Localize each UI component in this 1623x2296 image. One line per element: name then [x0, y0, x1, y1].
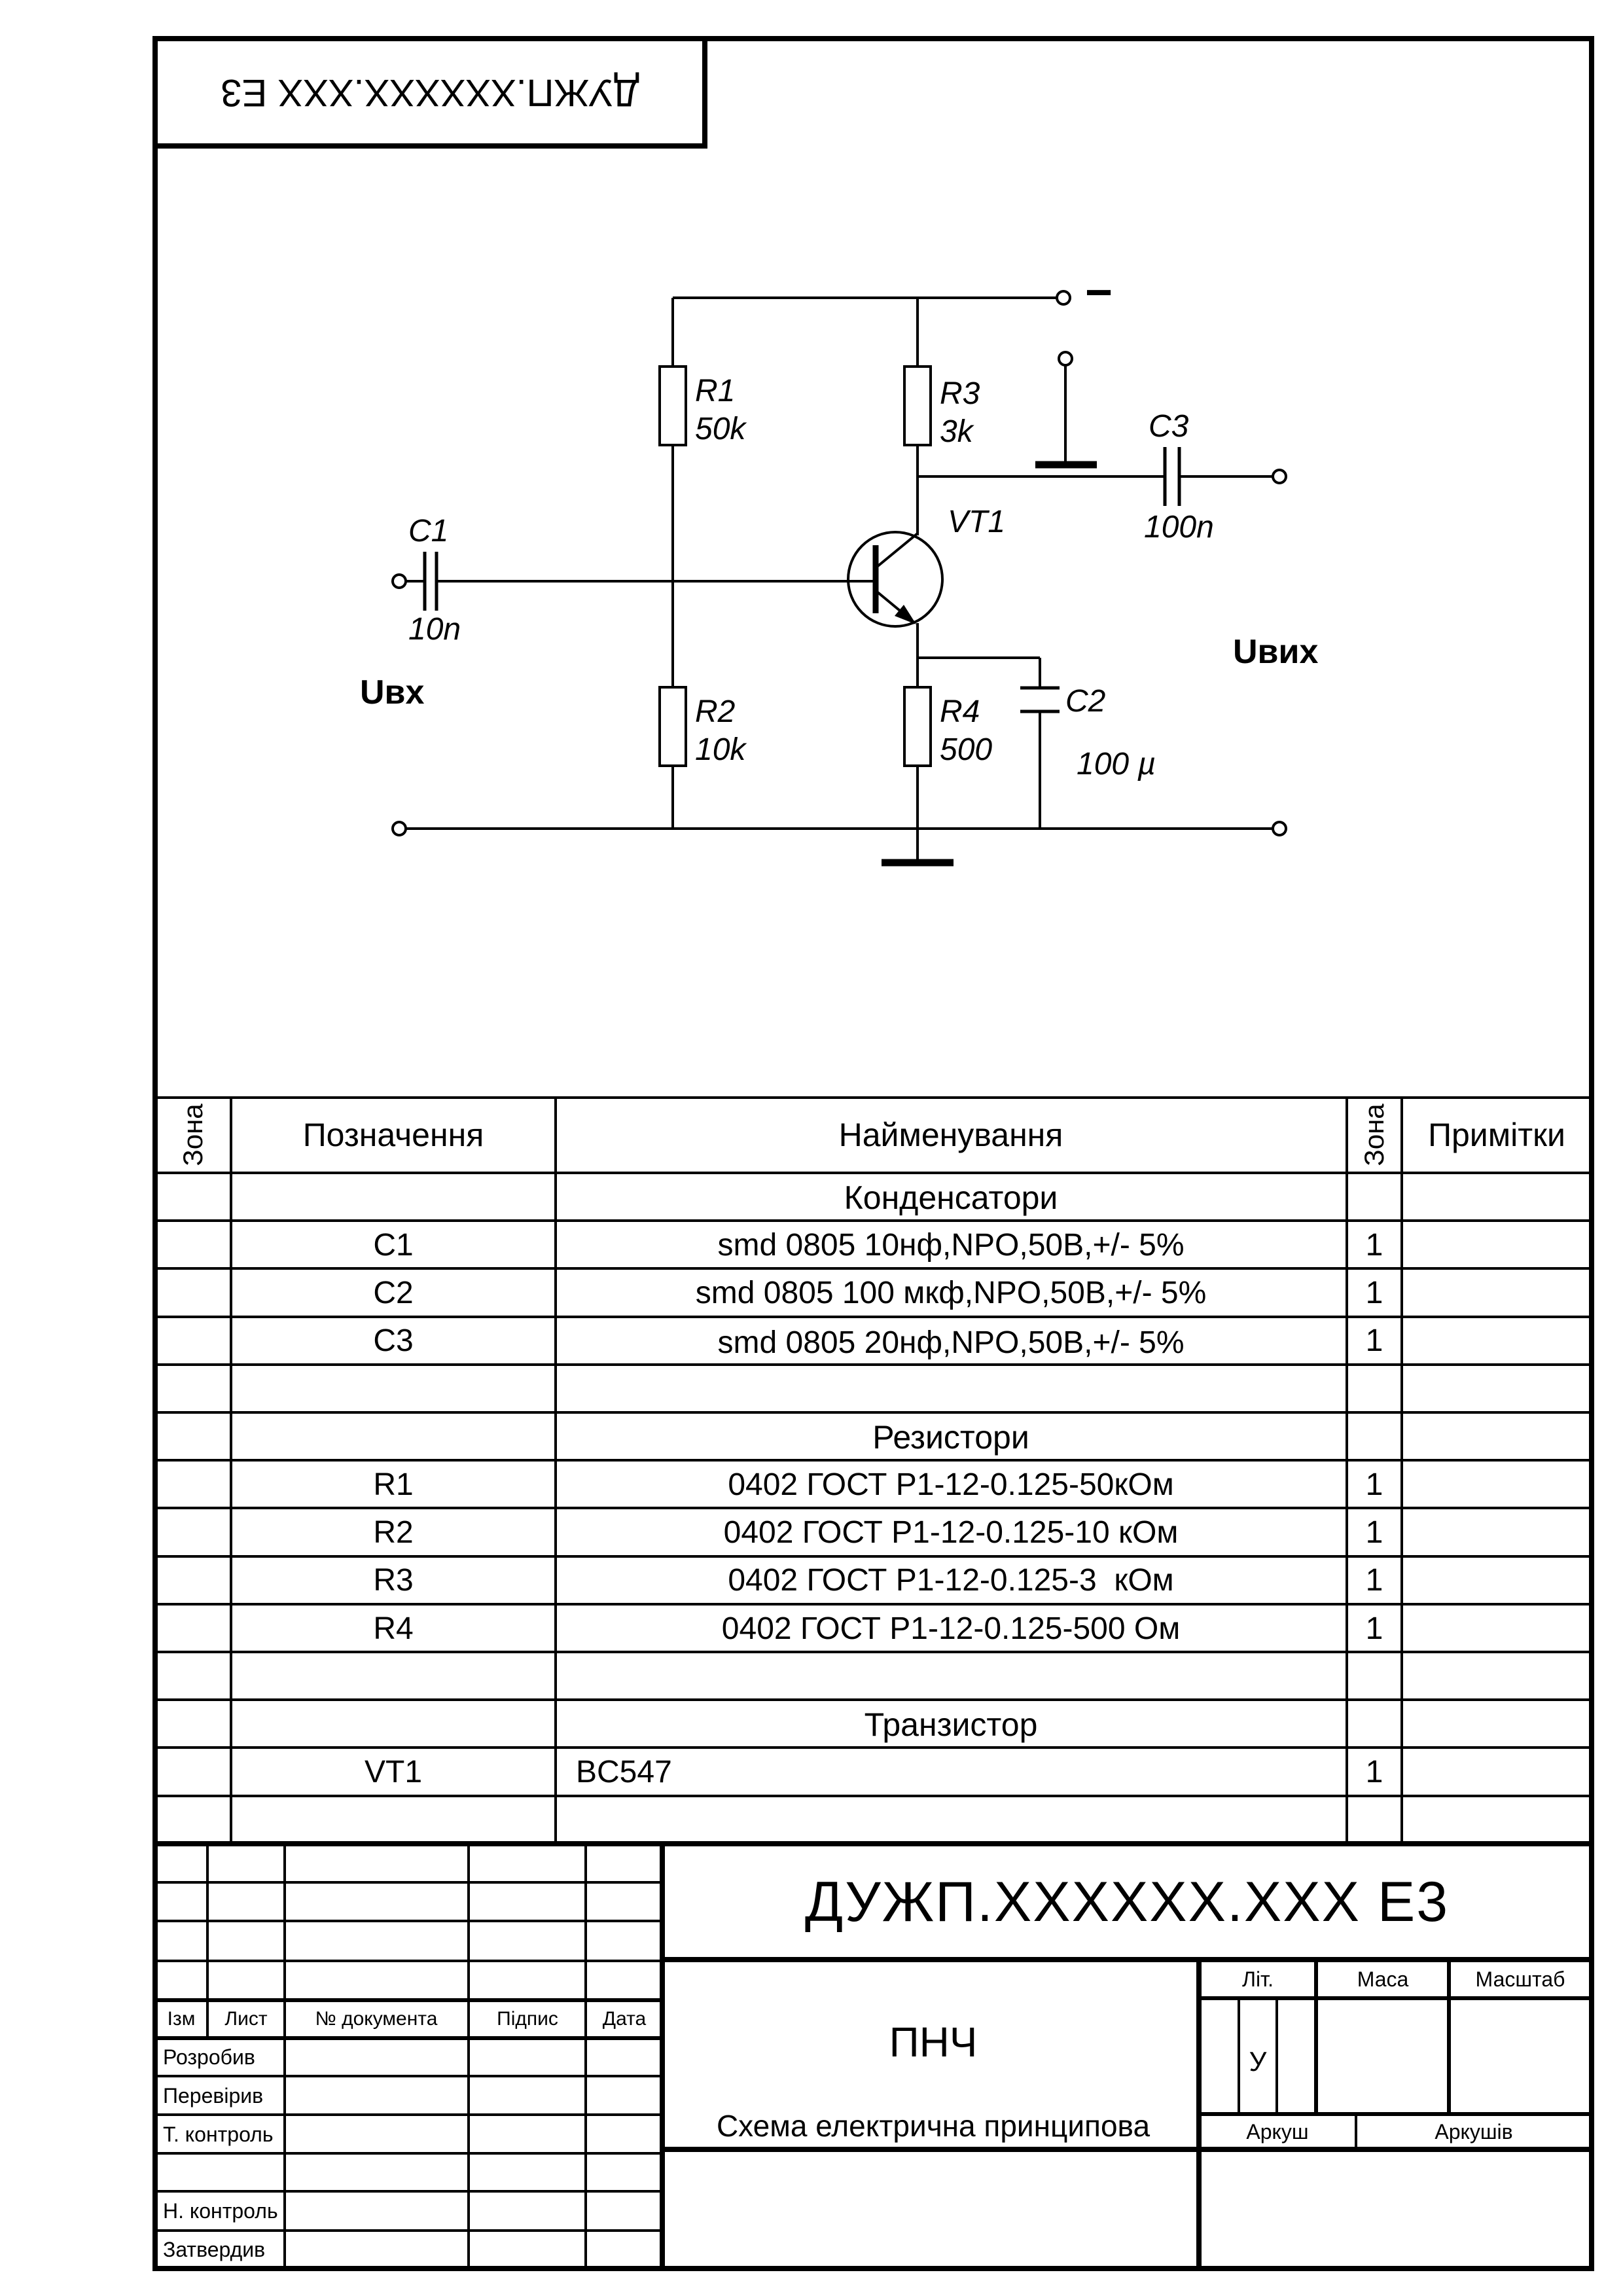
- col-header-name: Найменування: [838, 1117, 1063, 1153]
- r4-ref-label: R4: [940, 694, 980, 729]
- col-doc-no: № документа: [315, 2008, 438, 2030]
- col-list: Лист: [224, 2008, 268, 2030]
- role-approved: Затвердив: [163, 2238, 266, 2261]
- title-block-subtitle: Схема електрична принципова: [716, 2109, 1150, 2143]
- part-name: 0402 ГОСТ Р1-12-0.125-3 кОм: [728, 1563, 1174, 1598]
- sheet-label: Аркуш: [1246, 2120, 1309, 2144]
- role-developed: Розробив: [163, 2045, 255, 2069]
- part-qty: 1: [1365, 1323, 1383, 1358]
- title-block-grid: [155, 1841, 1592, 2269]
- part-name: 0402 ГОСТ Р1-12-0.125-10 кОм: [723, 1515, 1179, 1550]
- part-ref: C2: [373, 1276, 414, 1310]
- c3-ref-label: C3: [1149, 409, 1189, 444]
- role-checked: Перевірив: [163, 2084, 264, 2108]
- r4-value-label: 500: [940, 732, 993, 767]
- lit-value: У: [1249, 2046, 1267, 2077]
- r1-ref-label: R1: [695, 374, 736, 408]
- c2-value-label: 100 µ: [1077, 747, 1156, 781]
- part-name: smd 0805 10нф,NPO,50В,+/- 5%: [717, 1228, 1185, 1263]
- supply-minus-sign: −: [1085, 266, 1113, 319]
- lit-label: Літ.: [1241, 1967, 1274, 1991]
- col-izm: Ізм: [167, 2008, 196, 2030]
- part-qty: 1: [1365, 1563, 1383, 1598]
- stamp-code-rotated: ДУЖП.ХХХХХХ.ХХХ Е3: [221, 71, 639, 114]
- input-voltage-label: Uвх: [360, 673, 425, 711]
- part-ref: C3: [373, 1323, 414, 1358]
- output-voltage-label: Uвих: [1233, 633, 1319, 671]
- part-ref: VT1: [364, 1755, 423, 1789]
- part-ref: C1: [373, 1228, 414, 1263]
- scale-label: Масштаб: [1475, 1967, 1565, 1991]
- title-block-title: ПНЧ: [889, 2018, 978, 2066]
- role-t-control: Т. контроль: [163, 2123, 274, 2146]
- part-qty: 1: [1365, 1467, 1383, 1502]
- page-frame: [152, 36, 1594, 2271]
- col-header-zone-left: Зона: [177, 1103, 208, 1166]
- col-sign: Підпис: [497, 2008, 558, 2030]
- col-header-designation: Позначення: [302, 1117, 484, 1153]
- schematic-circuit: [391, 290, 1287, 867]
- c2-ref-label: C2: [1065, 684, 1106, 719]
- part-name: 0402 ГОСТ Р1-12-0.125-500 Ом: [721, 1611, 1181, 1646]
- vt1-ref-label: VT1: [948, 505, 1006, 539]
- col-date: Дата: [602, 2008, 647, 2030]
- part-name: smd 0805 100 мкф,NPO,50В,+/- 5%: [695, 1276, 1207, 1310]
- c1-ref-label: C1: [408, 514, 449, 548]
- c1-value-label: 10n: [408, 612, 461, 647]
- mass-label: Маса: [1357, 1967, 1409, 1991]
- r1-value-label: 50k: [695, 412, 746, 446]
- r2-value-label: 10k: [695, 732, 746, 767]
- title-block-document-code: ДУЖП.ХХХХХХ.ХХХ Е3: [804, 1871, 1450, 1933]
- r3-ref-label: R3: [940, 376, 980, 411]
- sheets-label: Аркушів: [1435, 2120, 1513, 2144]
- col-header-notes: Примітки: [1428, 1117, 1565, 1153]
- r2-ref-label: R2: [695, 694, 736, 729]
- part-qty: 1: [1365, 1611, 1383, 1646]
- c3-value-label: 100n: [1144, 510, 1214, 545]
- col-header-zone-right: Зона: [1359, 1103, 1389, 1166]
- part-ref: R2: [373, 1515, 414, 1550]
- section-capacitors: Конденсатори: [844, 1179, 1058, 1216]
- part-ref: R1: [373, 1467, 414, 1502]
- role-n-control: Н. контроль: [163, 2199, 278, 2223]
- parts-table-grid: [155, 1096, 1592, 1844]
- part-name: smd 0805 20нф,NPO,50В,+/- 5%: [717, 1325, 1185, 1360]
- part-name: 0402 ГОСТ Р1-12-0.125-50кОм: [728, 1467, 1174, 1502]
- part-name: BC547: [576, 1755, 672, 1789]
- section-resistors: Резистори: [872, 1419, 1029, 1456]
- part-qty: 1: [1365, 1276, 1383, 1310]
- part-qty: 1: [1365, 1755, 1383, 1789]
- part-qty: 1: [1365, 1228, 1383, 1263]
- r3-value-label: 3k: [940, 414, 973, 449]
- part-ref: R3: [373, 1563, 414, 1598]
- section-transistor: Транзистор: [864, 1706, 1038, 1743]
- part-ref: R4: [373, 1611, 414, 1646]
- part-qty: 1: [1365, 1515, 1383, 1550]
